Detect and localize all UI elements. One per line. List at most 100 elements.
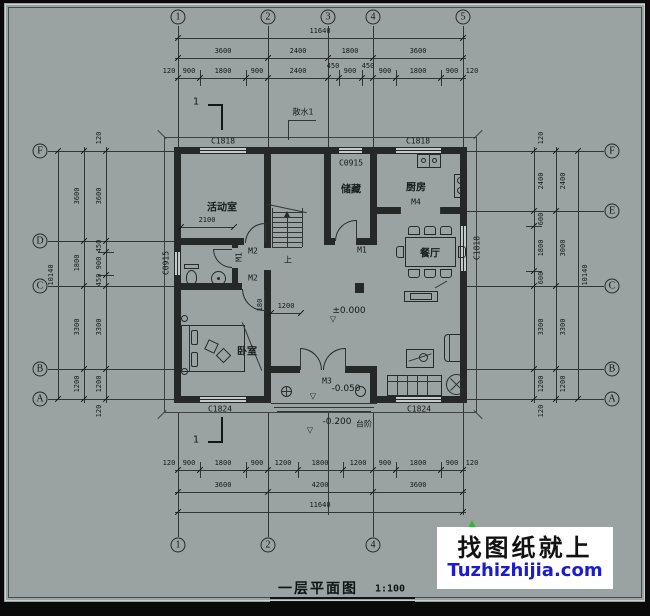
grid-label: A <box>36 393 44 405</box>
door-label-m1-bath: M1 <box>234 252 244 262</box>
wall-segment <box>345 366 377 373</box>
ext-line <box>463 403 464 515</box>
watermark-url: Tuzhizhijia.com <box>447 559 603 581</box>
grid-label: D <box>36 235 44 247</box>
wall-segment <box>356 238 377 245</box>
elevation-ground: -0.200 <box>322 417 352 427</box>
grid-label: 1 <box>175 11 181 23</box>
room-label-kitchen: 厨房 <box>406 182 426 194</box>
dim-label: 3600 <box>95 187 103 205</box>
ext-line <box>328 26 329 147</box>
window-label-c1824-bedroom: C1824 <box>207 404 233 414</box>
section-mark-bottom: 1 <box>192 434 200 446</box>
toilet-tank <box>184 264 199 269</box>
dim-label: 1800 <box>311 459 329 467</box>
wall-segment <box>174 147 200 154</box>
ext-line <box>178 26 179 147</box>
wall-segment <box>174 147 181 252</box>
window-label-c1818-top-left: C1818 <box>210 136 236 146</box>
dim-label: 900 <box>182 67 196 75</box>
dim-label: 120 <box>162 67 176 75</box>
dim-label: 3600 <box>409 481 427 489</box>
steps-label: 台阶 <box>356 419 372 429</box>
window-c1818-kitchen <box>396 147 441 154</box>
tv-cabinet <box>404 291 438 302</box>
wall-segment <box>440 207 460 214</box>
wall-segment <box>324 154 331 245</box>
grid-label: B <box>36 363 44 375</box>
grid-bubble-a-right: A <box>604 391 620 407</box>
wall-segment <box>370 154 377 245</box>
step-line <box>271 403 377 404</box>
dim-label: 900 <box>445 459 459 467</box>
stair-up-arrow <box>287 215 288 247</box>
window-label-c0915-storage: C0915 <box>338 158 364 168</box>
bed-headboard <box>189 325 190 372</box>
dim-label: 600 <box>537 212 545 226</box>
dim-line <box>175 512 466 513</box>
grid-label: A <box>608 393 616 405</box>
dim-label: 4200 <box>311 481 329 489</box>
dim-label: 900 <box>95 256 103 270</box>
grid-label: F <box>37 145 43 157</box>
pier-column <box>355 283 364 293</box>
door-label-m3: M3 <box>322 376 332 386</box>
grid-bubble-3-top: 3 <box>320 9 336 25</box>
ext-line <box>467 286 604 287</box>
grid-label: 2 <box>265 539 271 551</box>
grid-bubble-4-bottom: 4 <box>365 537 381 553</box>
wall-segment <box>246 147 339 154</box>
grid-label: F <box>609 145 615 157</box>
ext-line <box>48 151 174 152</box>
dim-label: 3300 <box>95 318 103 336</box>
grid-label: B <box>608 363 616 375</box>
dim-label: 600 <box>537 271 545 285</box>
wall-segment <box>370 366 377 403</box>
coffee-table <box>406 349 434 368</box>
grid-bubble-f-left: F <box>32 143 48 159</box>
title-underline <box>270 601 415 602</box>
dim-label: 3000 <box>559 239 567 257</box>
dim-label: 120 <box>95 404 103 418</box>
basin-drain <box>217 277 220 280</box>
dim-label: 900 <box>343 67 357 75</box>
wall-lamp <box>181 368 188 375</box>
dim-line <box>556 147 557 403</box>
dim-line <box>175 78 466 79</box>
stair-tread <box>272 247 302 248</box>
dim-label: 900 <box>378 459 392 467</box>
dim-label: 3600 <box>73 187 81 205</box>
wall-segment <box>174 396 200 403</box>
window-c1818-activity <box>200 147 246 154</box>
plan-title: 一层平面图 <box>278 581 358 597</box>
dim-label: 1200 <box>349 459 367 467</box>
ext-line <box>48 286 174 287</box>
wall-segment <box>232 245 238 248</box>
sofa-back-line <box>387 381 442 382</box>
section-mark-top: 1 <box>192 96 200 108</box>
grid-bubble-d-left: D <box>32 233 48 249</box>
dim-label: 450 <box>95 273 103 287</box>
wall-segment <box>232 268 238 283</box>
dim-label: 1200 <box>559 375 567 393</box>
kitchen-sink-divider <box>429 154 430 168</box>
ext-line <box>467 399 604 400</box>
chair <box>424 269 436 278</box>
dim-label: 2400 <box>559 172 567 190</box>
door-leaf <box>265 223 266 243</box>
chair <box>458 246 466 258</box>
chair <box>396 246 404 258</box>
grid-bubble-5-top: 5 <box>455 9 471 25</box>
arrow-head-icon <box>284 211 290 217</box>
wall-segment <box>246 396 271 403</box>
dim-label: 1200 <box>277 302 295 310</box>
dim-line <box>58 151 59 399</box>
ext-line <box>268 26 269 147</box>
sofa-divider <box>417 375 418 396</box>
wall-segment <box>174 238 244 245</box>
table-plant <box>419 353 428 362</box>
dim-label: 180 <box>256 298 264 312</box>
chair <box>440 269 452 278</box>
section-mark-line <box>208 441 223 443</box>
